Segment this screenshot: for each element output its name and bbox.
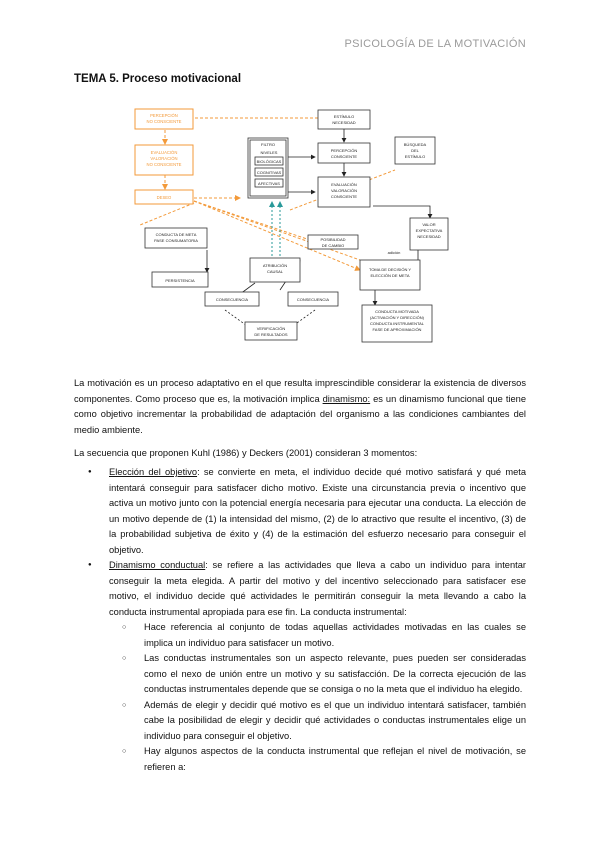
box-estimulo-2: NECESIDAD bbox=[332, 120, 355, 125]
box-cognitivas: COGNITIVAS bbox=[257, 170, 282, 175]
box-conducta-motivada-4: FASE DE APROXIMACIÓN bbox=[373, 327, 422, 332]
box-estimulo-1: ESTÍMULO bbox=[334, 114, 354, 119]
box-evaluacion-c-3: CONSCIENTE bbox=[331, 194, 358, 199]
box-evaluacion-c-1: EVALUACIÓN bbox=[331, 182, 357, 187]
box-posibilidad-1: POSIBILIDAD bbox=[320, 237, 345, 242]
box-deseo: DESEO bbox=[157, 195, 172, 200]
box-verificacion-1: VERIFICACIÓN bbox=[257, 326, 286, 331]
box-percepcion-c-1: PERCEPCIÓN bbox=[331, 148, 358, 153]
box-biologicas: BIOLÓGICAS bbox=[257, 159, 282, 164]
box-busqueda-1: BÚSQUEDA bbox=[404, 142, 427, 147]
box-afectivas: AFECTIVAS bbox=[258, 181, 280, 186]
box-conducta-motivada-1: CONDUCTA MOTIVADA bbox=[375, 309, 419, 314]
moments-list: Elección del objetivo: se convierte en m… bbox=[74, 465, 526, 775]
box-conducta-meta-2: PASE CONSUMATORIA bbox=[154, 238, 198, 243]
motivation-process-diagram: PERCEPCIÓN NO CONSCIENTE EVALUACIÓN VALO… bbox=[134, 108, 449, 343]
label-adicion: adición bbox=[388, 250, 401, 255]
box-conducta-motivada-3: CONDUCTA INSTRUMENTAL bbox=[370, 321, 425, 326]
section-title: TEMA 5. Proceso motivacional bbox=[74, 73, 242, 85]
sub-list-item: Además de elegir y decidir qué motivo es… bbox=[109, 698, 526, 745]
box-conducta-motivada-2: (ACTIVACIÓN Y DIRECCIÓN) bbox=[370, 315, 425, 320]
box-percepcion-nc-2: NO CONSCIENTE bbox=[147, 119, 182, 124]
box-evaluacion-nc-1: EVALUACIÓN bbox=[151, 150, 178, 155]
term-dinamismo-conductual: Dinamismo conductual bbox=[109, 560, 206, 570]
sequence-paragraph: La secuencia que proponen Kuhl (1986) y … bbox=[74, 448, 418, 458]
box-valor-2: EXPECTATIVA bbox=[416, 228, 443, 233]
sub-list-item: Las conductas instrumentales son un aspe… bbox=[109, 651, 526, 698]
box-atribucion-2: CAUSAL bbox=[267, 269, 284, 274]
box-valor-1: VALOR bbox=[422, 222, 435, 227]
box-verificacion-2: DE RESULTADOS bbox=[254, 332, 288, 337]
instrumental-list: Hace referencia al conjunto de todas aqu… bbox=[109, 620, 526, 775]
box-conducta-meta-1: CONDUCTA DE META bbox=[156, 232, 197, 237]
box-evaluacion-nc-2: VALORACIÓN bbox=[150, 156, 177, 161]
box-niveles: NIVELES bbox=[261, 150, 278, 155]
sub-list-item: Hace referencia al conjunto de todas aqu… bbox=[109, 620, 526, 651]
sub-list-item: Hay algunos aspectos de la conducta inst… bbox=[109, 744, 526, 775]
box-atribucion-1: ATRIBUCIÓN bbox=[263, 263, 287, 268]
term-eleccion-objetivo: Elección del objetivo bbox=[109, 467, 198, 477]
running-header: PSICOLOGÍA DE LA MOTIVACIÓN bbox=[344, 38, 526, 50]
list-item: Dinamismo conductual: se refiere a las a… bbox=[74, 558, 526, 775]
box-busqueda-2: DEL bbox=[411, 148, 420, 153]
box-consecuencia-2: CONSECUENCIA bbox=[297, 297, 330, 302]
list-item: Elección del objetivo: se convierte en m… bbox=[74, 465, 526, 558]
box-toma-1: TOMA DE DECISIÓN Y bbox=[369, 267, 411, 272]
box-filtro: FILTRO bbox=[261, 142, 275, 147]
box-percepcion-nc-1: PERCEPCIÓN bbox=[150, 113, 178, 118]
box-percepcion-c-2: CONSCIENTE bbox=[331, 154, 358, 159]
box-busqueda-3: ESTÍMULO bbox=[405, 154, 425, 159]
box-toma-2: ELECCIÓN DE META bbox=[370, 273, 409, 278]
box-consecuencia-1: CONSECUENCIA bbox=[216, 297, 249, 302]
box-posibilidad-2: DE CAMBIO bbox=[322, 243, 344, 248]
term-dinamismo: dinamismo: bbox=[322, 393, 371, 404]
box-valor-3: NECESIDAD bbox=[417, 234, 440, 239]
box-evaluacion-nc-3: NO CONSCIENTE bbox=[147, 162, 182, 167]
box-persistencia: PERSISTENCIA bbox=[165, 278, 195, 283]
box-evaluacion-c-2: VALORACIÓN bbox=[331, 188, 357, 193]
intro-paragraph: La motivación es un proceso adaptativo e… bbox=[74, 378, 526, 435]
